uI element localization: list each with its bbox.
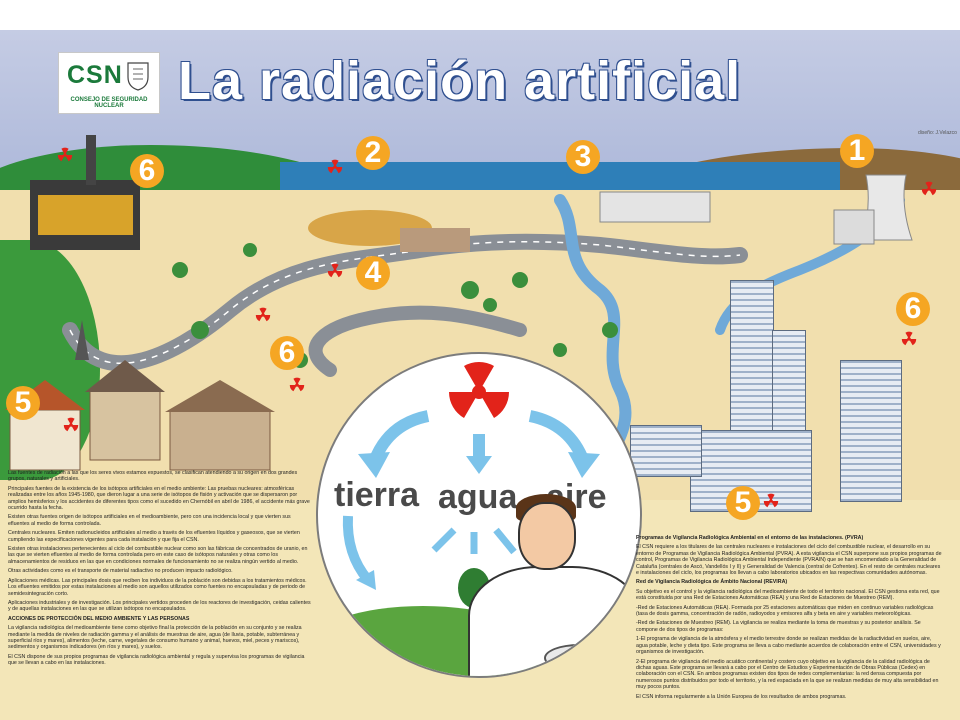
arrowhead	[466, 456, 492, 474]
label-tierra: tierra	[334, 476, 420, 514]
label-agua: agua	[438, 478, 518, 516]
paragraph: Aplicaciones industriales y de investiga…	[8, 599, 311, 613]
artist-credit: diseño: J.Velazco	[918, 130, 957, 136]
radiation-icon	[57, 147, 73, 162]
logo-subtitle: CONSEJO DE SEGURIDAD NUCLEAR	[70, 97, 148, 109]
uranium-factory	[400, 228, 470, 252]
badge-uranium-factory: 2	[356, 136, 390, 170]
town-roof	[165, 380, 275, 412]
paragraph: Las fuentes de radiación a las que los s…	[8, 470, 298, 483]
radiation-icon	[289, 377, 305, 392]
paragraph: Su objetivo es el control y la vigilanci…	[636, 588, 940, 602]
badge-industry-left: 6	[130, 154, 164, 188]
paragraph: El CSN requiere a los titulares de las c…	[636, 544, 942, 577]
road	[62, 233, 748, 372]
person-head	[518, 502, 576, 570]
paragraph: -Red de Estaciones de Muestreo (REM). La…	[636, 620, 921, 633]
landscape-illustration	[5, 135, 913, 506]
arrowhead	[568, 452, 600, 478]
badge-medical-town: 5	[6, 386, 40, 420]
paragraph: 1-El programa de vigilancia de la atmósf…	[636, 636, 941, 656]
csn-logo: CSN CONSEJO DE SEGURIDAD NUCLEAR	[58, 52, 160, 114]
arrow-agua-right	[493, 527, 517, 555]
badge-medical-city: 5	[726, 486, 760, 520]
section-heading: Red de Vigilancia Radiológica de Ámbito …	[636, 579, 788, 586]
section-heading: Programas de Vigilancia Radiológica Ambi…	[636, 535, 864, 541]
right-text-column: Programas de Vigilancia Radiológica Ambi…	[636, 535, 942, 703]
badge-industry-city: 6	[896, 292, 930, 326]
poster: CSN CONSEJO DE SEGURIDAD NUCLEAR La radi…	[0, 30, 960, 720]
town-house	[9, 409, 81, 471]
paragraph: -Red de Estaciones Automáticas (REA). Fo…	[636, 604, 934, 618]
badge-industry-town: 6	[270, 336, 304, 370]
badge-waste-storage: 3	[566, 140, 600, 174]
paragraph: 2-El programa de vigilancia del medio ac…	[636, 658, 939, 691]
arrow-agua-left	[431, 527, 457, 553]
paragraph: El CSN informa regularmente a la Unión E…	[636, 693, 847, 700]
radiation-icon	[255, 307, 271, 322]
road-lower	[308, 305, 527, 377]
storage-building	[599, 191, 711, 223]
town-house	[169, 409, 271, 471]
crest-icon	[127, 62, 149, 91]
pathways-circle: tierra agua aire	[316, 352, 642, 678]
logo-text: CSN	[67, 61, 123, 89]
arrow-tierra-down	[342, 515, 372, 584]
section-heading: ACCIONES DE PROTECCIÓN DEL MEDIO AMBIENT…	[8, 615, 190, 622]
radiation-icon	[327, 263, 343, 278]
factory-lights	[38, 195, 133, 235]
paragraph: Existen otras instalaciones pertenecient…	[8, 546, 308, 565]
radiation-icon	[901, 331, 917, 346]
trees	[172, 243, 618, 368]
arrowhead	[358, 452, 390, 478]
skyscraper	[730, 280, 774, 452]
paragraph: Principales fuentes de la existencia de …	[8, 485, 310, 512]
factory-chimney	[86, 135, 96, 185]
low-building	[630, 425, 702, 477]
radiation-icon	[63, 417, 79, 432]
radiation-icon	[921, 181, 937, 196]
badge-transport: 4	[356, 256, 390, 290]
radiation-icon	[327, 159, 343, 174]
left-text-column: Las fuentes de radiación a las que los s…	[8, 470, 312, 670]
paragraph: La vigilancia radiológica del medioambie…	[8, 625, 302, 651]
paragraph: Aplicaciones médicas. Las principales do…	[8, 577, 307, 597]
town-house	[89, 389, 161, 461]
paragraph: Centrales nucleares. Emiten radionucleid…	[8, 530, 300, 543]
badge-nuclear-plant: 1	[840, 134, 874, 168]
arrowhead	[356, 570, 376, 590]
pathway-arrows	[342, 361, 600, 590]
church-spire	[75, 320, 89, 360]
food-plate	[544, 644, 614, 672]
central-radiation-icon	[449, 361, 509, 418]
paragraph: Existen otras fuentes origen de isótopos…	[8, 514, 291, 527]
radiation-icon	[763, 493, 779, 508]
skyscraper	[840, 360, 902, 502]
paragraph: Otras actividades como es el transporte …	[8, 568, 233, 575]
page-title: La radiación artificial	[178, 51, 742, 111]
town-roof	[85, 360, 165, 392]
paragraph: El CSN dispone de sus propios programas …	[8, 653, 305, 667]
reactor-building	[833, 209, 875, 245]
